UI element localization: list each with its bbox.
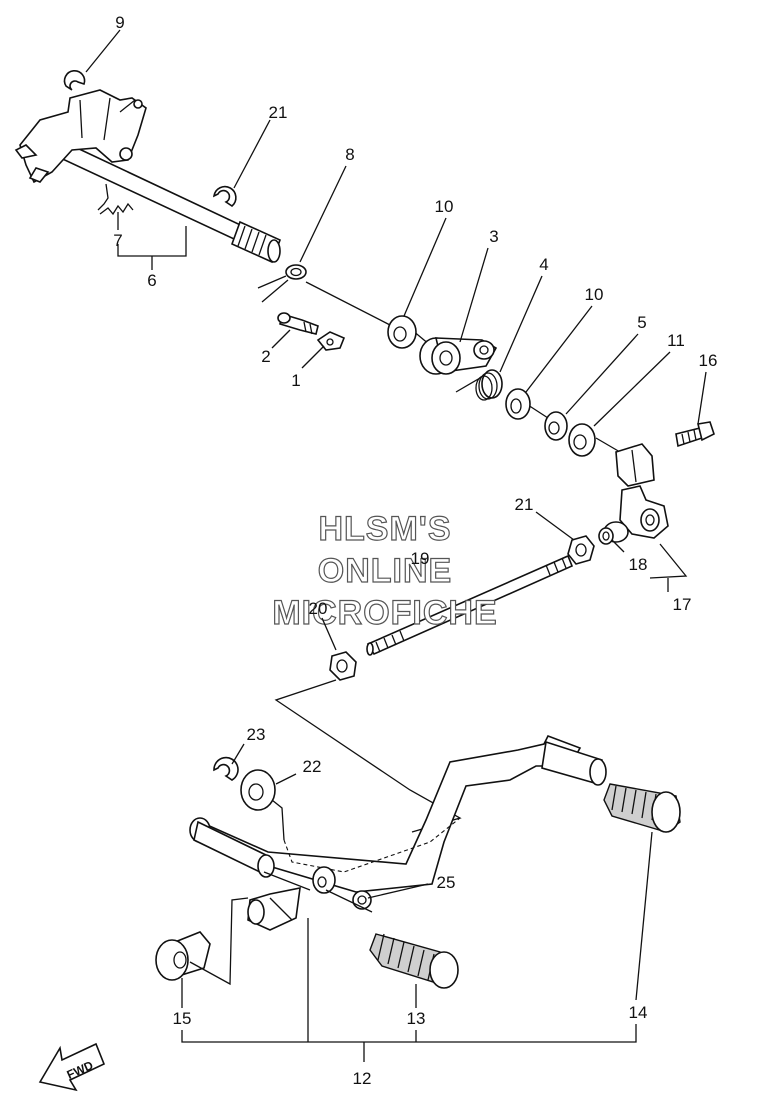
washer-part-10b <box>505 388 531 420</box>
watermark: HLSM'S ONLINE MICROFICHE <box>272 509 498 632</box>
callout-9: 9 <box>115 13 124 32</box>
callout-8: 8 <box>345 145 354 164</box>
callout-5: 5 <box>637 313 646 332</box>
callout-18: 17 <box>673 595 692 614</box>
pin-part-2 <box>277 312 319 335</box>
nut-part-22 <box>567 535 595 565</box>
callout-23: 22 <box>303 757 322 776</box>
leader-lines <box>85 29 707 1062</box>
callout-19: 18 <box>629 555 648 574</box>
callout-12: 21 <box>269 103 288 122</box>
callout-24: 23 <box>247 725 266 744</box>
callouts: 9 21 8 10 3 4 10 5 11 16 7 6 2 1 21 18 1… <box>113 13 717 1088</box>
shift-shaft-assembly <box>14 70 307 303</box>
clip-part-1 <box>316 331 346 351</box>
callout-11: 11 <box>667 331 685 350</box>
bolt-part-17 <box>675 421 715 448</box>
callout-3: 3 <box>489 227 498 246</box>
callout-13: 12 <box>353 1069 372 1088</box>
washer-part-23 <box>240 769 276 811</box>
callout-20: 19 <box>411 549 430 568</box>
nut-part-21 <box>329 651 357 681</box>
callout-7: 7 <box>113 231 122 250</box>
callout-25: 25 <box>437 873 456 892</box>
callout-6: 6 <box>147 271 156 290</box>
watermark-line-3: MICROFICHE <box>272 594 497 632</box>
rubber-part-14 <box>369 933 459 989</box>
callout-14: 13 <box>407 1009 426 1028</box>
callout-21: 20 <box>309 599 328 618</box>
callout-4: 4 <box>539 255 548 274</box>
shift-rod-part-20 <box>366 554 574 656</box>
callout-10a: 10 <box>435 197 454 216</box>
cap-part-16 <box>155 931 211 981</box>
callout-22: 21 <box>515 495 534 514</box>
watermark-line-1: HLSM'S <box>318 510 451 548</box>
callout-2: 2 <box>261 347 270 366</box>
callout-16: 15 <box>173 1009 192 1028</box>
collar-part-3 <box>419 337 498 375</box>
rubber-part-15 <box>603 783 681 833</box>
shift-pedal <box>189 734 607 931</box>
shift-arm-part-18 <box>598 443 669 545</box>
callout-15: 14 <box>629 1003 648 1022</box>
callout-10b: 10 <box>585 285 604 304</box>
ring-part-5 <box>544 411 568 441</box>
callout-17: 16 <box>699 351 718 370</box>
spring-part-4 <box>455 369 503 401</box>
ring-part-11 <box>568 423 596 457</box>
watermark-line-2: ONLINE <box>318 552 452 590</box>
forward-arrow-icon: FWD <box>38 1042 106 1092</box>
callout-1: 1 <box>291 371 300 390</box>
washer-part-10a <box>387 315 417 349</box>
